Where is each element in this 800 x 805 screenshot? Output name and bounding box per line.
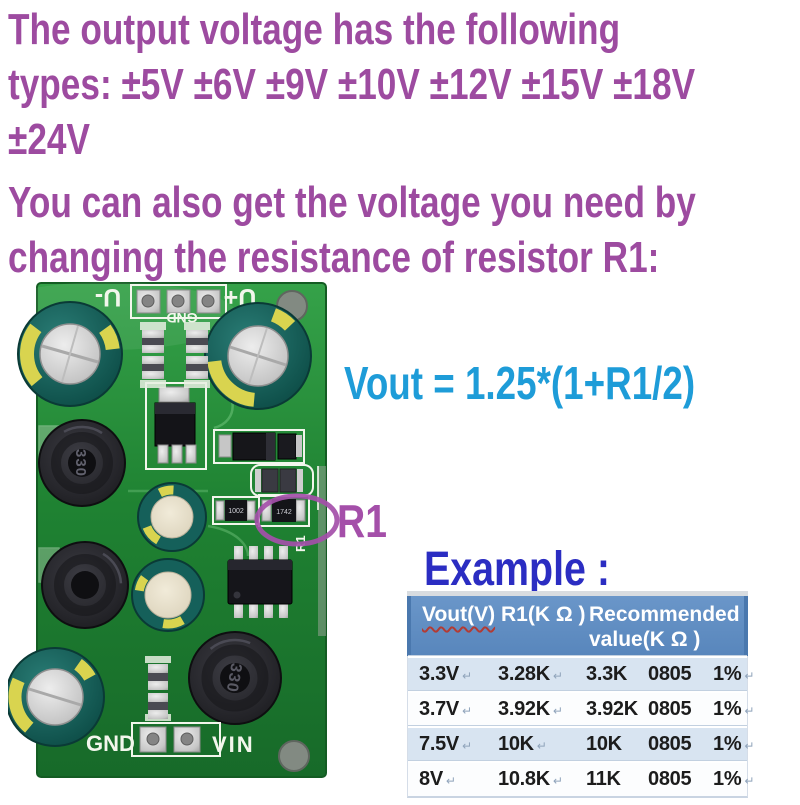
r1-callout-label: R1 [337,495,387,547]
cell-vout: 8V↵ [419,768,456,790]
table-row: 8V↵ 10.8K↵ 11K 0805 1%↵ [408,761,755,796]
smd-capacitor-stack [184,322,210,388]
example-heading: Example : [424,543,610,596]
table-row: 7.5V↵ 10K↵ 10K 0805 1%↵ [408,726,755,761]
table-row: 3.7V↵ 3.92K↵ 3.92K 0805 1%↵ [408,691,755,726]
electrolytic-capacitor [17,301,123,407]
header-vout: Vout(V) [422,603,496,626]
headline-line: The output voltage has the following [8,5,621,54]
table-body: 3.3V↵ 3.28K↵ 3.3K 0805 1%↵ 3.7V↵ 3.92K↵ … [407,656,755,798]
silkscreen-gnd-bottom: GND [86,731,135,756]
silkscreen-vin: VIN [212,732,255,757]
sot223-transistor [145,382,207,470]
cell-rec-tolerance: 1%↵ [713,768,755,790]
silkscreen-u-minus: U- [95,283,121,311]
cell-rec-tolerance: 1%↵ [713,663,755,685]
return-mark: ↵ [461,739,472,753]
cell-rec-size: 0805 [648,663,692,685]
r1-annotation-ellipse [254,493,340,547]
svg-text:330: 330 [72,449,89,477]
return-mark: ↵ [744,739,755,753]
cell-rec-value: 3.92K [586,698,638,720]
return-mark: ↵ [461,669,472,683]
cell-vout: 3.7V↵ [419,698,472,720]
cell-rec-value: 11K [586,768,621,790]
return-mark: ↵ [552,774,563,788]
smd-capacitor-topview [131,558,205,632]
formula-text: Vout = 1.25*(1+R1/2) [344,357,696,409]
cell-r1: 3.92K↵ [498,698,563,720]
header-recommended: Recommended value(K Ω ) [589,603,740,651]
cell-r1: 3.28K↵ [498,663,563,685]
return-mark: ↵ [744,704,755,718]
cell-rec-tolerance: 1%↵ [713,698,755,720]
return-mark: ↵ [536,739,547,753]
electrolytic-capacitor [5,647,105,747]
cell-rec-tolerance: 1%↵ [713,733,755,755]
pcb-photo: U- U+ GND 330 [0,276,340,800]
return-mark: ↵ [552,704,563,718]
cell-rec-size: 0805 [648,733,692,755]
cell-vout: 7.5V↵ [419,733,472,755]
toroid-inductor [41,541,129,629]
cell-rec-size: 0805 [648,698,692,720]
mount-hole [278,740,310,772]
svg-text:1742: 1742 [276,509,292,516]
headline-line: You can also get the voltage you need by [8,178,696,227]
header-r1: R1(K Ω ) [501,603,586,626]
return-mark: ↵ [744,669,755,683]
headline-line: types: ±5V ±6V ±9V ±10V ±12V ±15V ±18V [8,60,696,109]
cell-rec-size: 0805 [648,768,692,790]
headline-line: changing the resistance of resistor R1: [8,233,660,282]
smd-resistor-1002: 1002 [212,496,260,525]
return-mark: ↵ [744,774,755,788]
table-row: 3.3V↵ 3.28K↵ 3.3K 0805 1%↵ [408,656,755,691]
electrolytic-capacitor [204,302,312,410]
toroid-inductor: 330 [38,419,126,507]
smd-capacitor-stack [145,656,171,721]
smd-capacitor-stack [140,322,166,388]
pcb-board-svg: U- U+ GND 330 [0,282,340,778]
headline-line: ±24V [8,115,90,164]
cell-rec-value: 3.3K [586,663,628,685]
toroid-inductor: 330 [188,631,282,725]
return-mark: ↵ [461,704,472,718]
svg-text:330: 330 [223,662,245,694]
return-mark: ↵ [552,669,563,683]
table-header: Vout(V) R1(K Ω ) Recommended value(K Ω ) [407,596,748,656]
smd-resistor-r1: 1742 [258,494,310,527]
cell-r1: 10.8K↵ [498,768,563,790]
cell-rec-value: 10K [586,733,622,755]
output-terminal-pads [130,284,227,319]
soic8-chip [227,546,293,618]
cell-vout: 3.3V↵ [419,663,472,685]
smd-diode [213,429,305,464]
example-table: Vout(V) R1(K Ω ) Recommended value(K Ω )… [407,591,755,798]
table-top-edge [407,591,748,596]
headline: The output voltage has the following typ… [8,2,696,285]
return-mark: ↵ [445,774,456,788]
smd-capacitor-topview [137,482,207,552]
input-terminal-pads [131,722,221,757]
cell-r1: 10K↵ [498,733,547,755]
svg-text:1002: 1002 [228,508,244,515]
